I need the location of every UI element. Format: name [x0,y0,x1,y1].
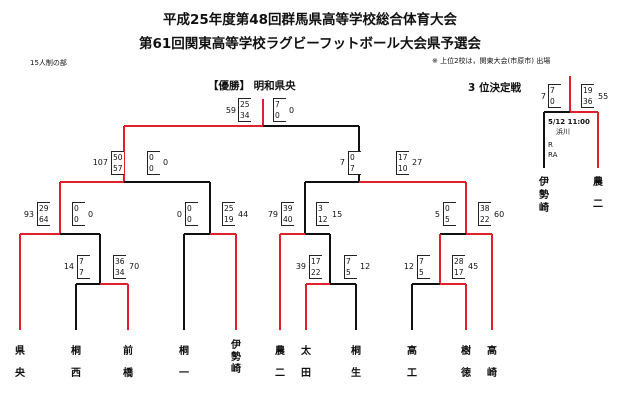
qf3-right-total: 15 [332,210,343,219]
qf3-left-total: 79 [267,210,278,219]
team-9: 高工 [407,346,417,379]
team-2: 桐西 [71,346,81,379]
team-10: 樹徳 [461,346,471,379]
final-left-total: 59 [225,106,236,115]
r1b-left-total: 39 [295,262,306,271]
champion-label: 【優勝】 明和県央 [208,80,296,92]
third-schedule: 5/12 11:00 [548,118,590,126]
third-left-team: 伊 勢 崎 [539,177,549,214]
final-right-total: 0 [289,106,295,115]
qf1-right-total: 0 [88,210,94,219]
qf2-left-total: 0 [176,210,182,219]
note-text: ※ 上位2校は，関東大会(市原市) 出場 [432,57,551,65]
third-right-total: 55 [598,92,609,101]
title-line-1: 平成25年度第48回群馬県高等学校総合体育大会 [162,12,458,28]
team-8: 桐生 [351,346,361,379]
r1b-right-total: 12 [360,262,371,271]
team-1: 県央 [15,346,25,379]
team-7: 太田 [301,346,311,379]
qf1-left-total: 93 [23,210,34,219]
division-label: 15人制の部 [30,59,67,67]
third-referee-assistant: RA [548,151,558,159]
qf2-right-total: 44 [238,210,249,219]
qf4-right-total: 60 [494,210,505,219]
third-right-team: 農 二 [593,177,603,210]
third-venue: 浜川 [556,128,570,136]
r1a-left-total: 14 [63,262,74,271]
qf4-left-total: 5 [434,210,440,219]
r1c-right-total: 45 [468,262,479,271]
semi-left-right-total: 0 [163,158,169,167]
team-4: 桐一 [179,346,189,379]
team-6: 農二 [275,346,285,379]
semi-right-right-total: 27 [412,158,423,167]
semi-right-left-total: 7 [339,158,345,167]
semi-left-left-total: 107 [92,158,108,167]
team-3: 前橋 [123,346,133,379]
title-line-2: 第61回関東高等学校ラグビーフットボール大会県予選会 [139,36,481,52]
third-referee: R [548,141,553,149]
team-11: 高崎 [487,346,497,379]
r1c-left-total: 12 [403,262,414,271]
third-place-label: 3 位決定戦 [468,82,521,94]
r1a-right-total: 70 [129,262,140,271]
third-left-total: 7 [540,92,546,101]
team-5: 伊 勢 崎 [231,340,241,375]
